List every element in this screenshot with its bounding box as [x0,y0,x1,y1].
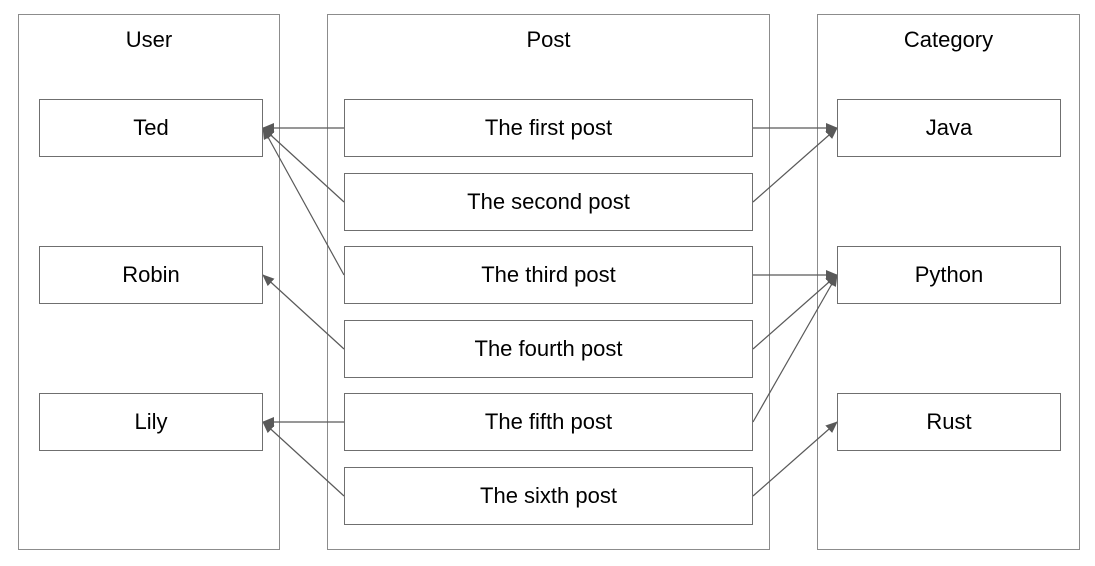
post-column-title: Post [526,27,571,52]
user-column-title: User [125,27,173,52]
user-node-robin: Robin [39,246,263,304]
user-node-ted: Ted [39,99,263,157]
post-node-fifth: The fifth post [344,393,753,451]
category-column-title: Category [903,27,994,52]
post-node-fourth: The fourth post [344,320,753,378]
user-node-lily: Lily [39,393,263,451]
category-node-rust: Rust [837,393,1061,451]
post-node-third: The third post [344,246,753,304]
category-node-java: Java [837,99,1061,157]
post-node-second: The second post [344,173,753,231]
post-node-first: The first post [344,99,753,157]
category-node-python: Python [837,246,1061,304]
post-node-sixth: The sixth post [344,467,753,525]
